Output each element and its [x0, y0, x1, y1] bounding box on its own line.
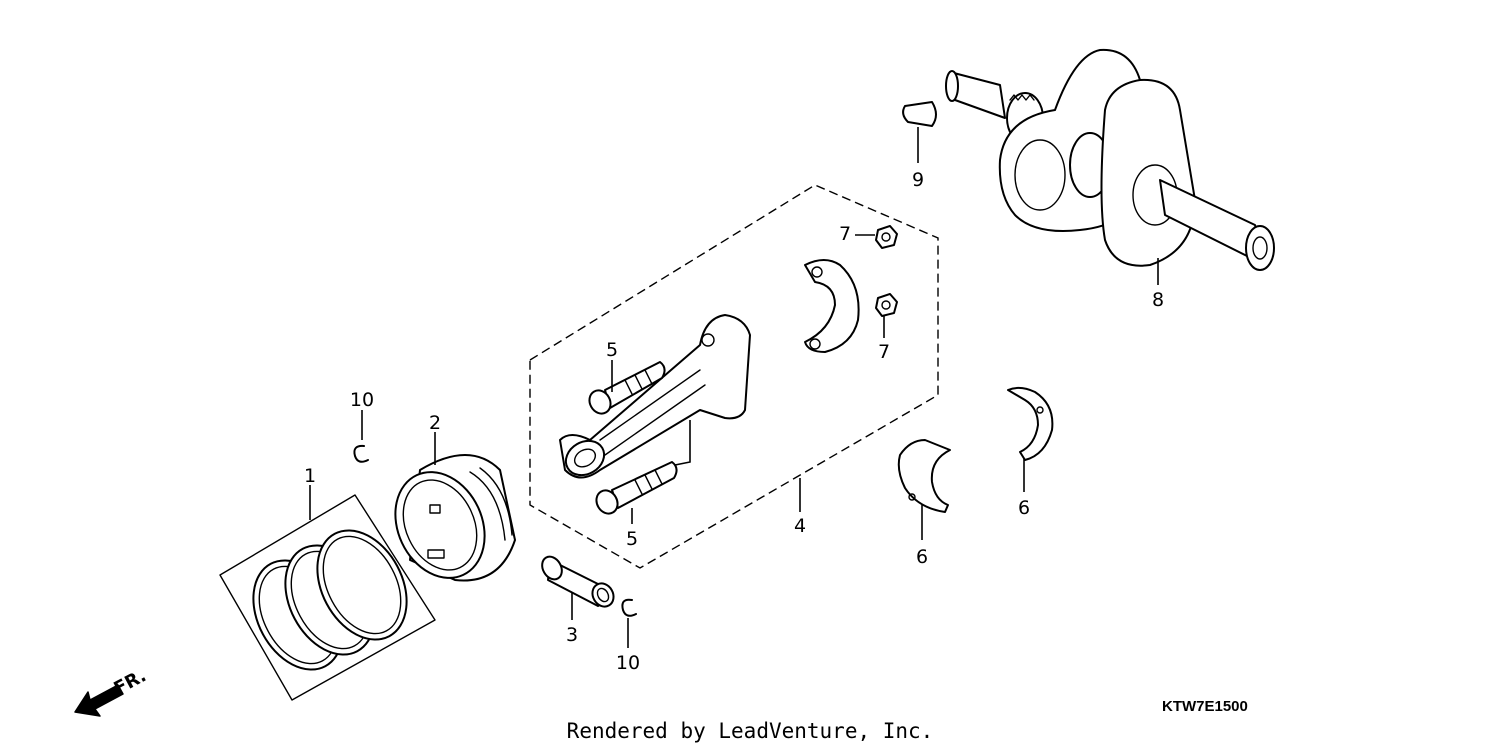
callout-9: 9: [912, 169, 924, 191]
credit-text: Rendered by LeadVenture, Inc.: [567, 719, 934, 743]
rod-nut-lower[interactable]: [875, 293, 898, 317]
piston-pin[interactable]: [538, 553, 617, 610]
piston-ring-set[interactable]: [219, 494, 436, 701]
callout-7-lower: 7: [878, 341, 890, 363]
rod-bolt-upper[interactable]: [585, 361, 666, 417]
callout-5-lower: 5: [626, 528, 638, 550]
woodruff-key[interactable]: [902, 101, 937, 127]
pin-clip-upper[interactable]: [353, 444, 369, 463]
piston[interactable]: [379, 454, 516, 593]
callout-5-upper: 5: [606, 339, 618, 361]
callout-1: 1: [304, 465, 316, 487]
callout-3: 3: [566, 624, 578, 646]
callout-10-lower: 10: [616, 652, 640, 674]
callout-8: 8: [1152, 289, 1164, 311]
crankshaft[interactable]: [945, 48, 1275, 271]
rod-bolt-lower[interactable]: [592, 461, 678, 517]
front-direction-arrow-icon: FR.: [74, 665, 150, 717]
callout-7-upper: 7: [839, 223, 851, 245]
callout-10-upper: 10: [350, 389, 374, 411]
callout-6-lower: 6: [916, 546, 928, 568]
diagram-code: KTW7E1500: [1162, 698, 1248, 715]
bearing-right[interactable]: [1007, 386, 1054, 461]
pin-clip-lower[interactable]: [621, 598, 637, 617]
connecting-rod-assembly[interactable]: [529, 184, 939, 569]
callout-4: 4: [794, 515, 806, 537]
rod-cap[interactable]: [804, 259, 860, 353]
leader-lines: [309, 127, 1159, 648]
rod-nut-upper[interactable]: [875, 225, 898, 249]
callout-6-right: 6: [1018, 497, 1030, 519]
callout-2: 2: [429, 412, 441, 434]
bearing-lower[interactable]: [897, 439, 951, 513]
